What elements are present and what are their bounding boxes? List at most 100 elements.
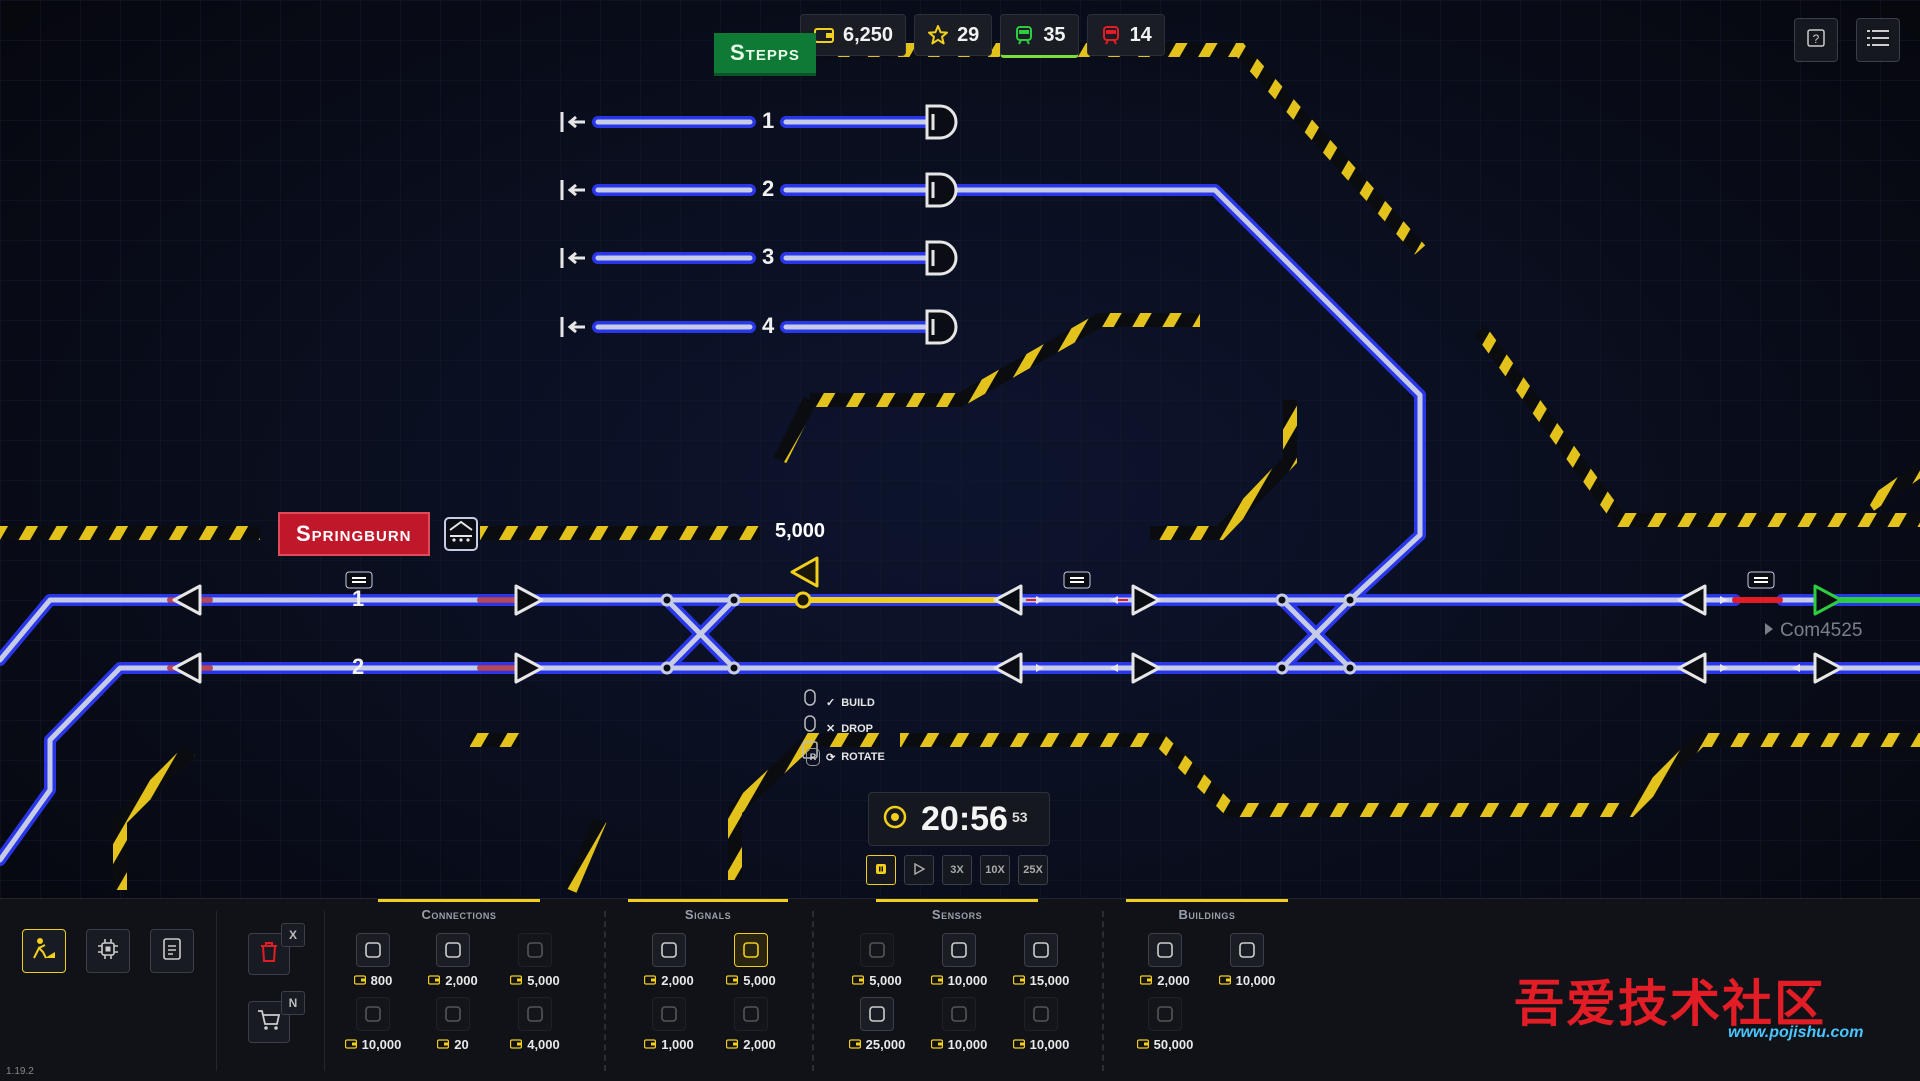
- direction-arrows: [1026, 596, 1800, 672]
- wallet-icon: [644, 973, 657, 988]
- link-signal-icon: [734, 997, 768, 1031]
- toolbar-item-switch[interactable]: 4,000: [500, 997, 570, 1057]
- toolbar-item-sensor-blank[interactable]: 5,000: [842, 933, 912, 993]
- wallet-icon: [930, 973, 943, 988]
- schedule-mode-button[interactable]: [150, 929, 194, 973]
- depot-small-icon: [1148, 933, 1182, 967]
- trains-bad-value: 14: [1129, 23, 1152, 46]
- cart-icon: [257, 1009, 281, 1036]
- sensor-one-icon: [942, 933, 976, 967]
- delete-shortcut: X: [281, 923, 305, 947]
- pause-icon: [875, 863, 887, 878]
- play-icon: [913, 862, 926, 878]
- category-signals-title: Signals: [684, 907, 732, 922]
- trash-icon: [259, 941, 279, 968]
- switch-icon: [518, 997, 552, 1031]
- speed-25x-button[interactable]: 25X: [1018, 855, 1048, 885]
- construction-icon: [31, 936, 57, 967]
- item-price: 800: [338, 973, 408, 988]
- path-signal-icon: [734, 933, 768, 967]
- wallet-icon: [428, 973, 441, 988]
- station-stepps[interactable]: Stepps: [714, 33, 816, 76]
- toolbar-item-platform-80[interactable]: 2,000: [418, 933, 488, 993]
- depot-icon[interactable]: [444, 517, 478, 551]
- toolbar-item-depot-large[interactable]: 10,000: [1212, 933, 1282, 993]
- item-price: 2,000: [716, 1037, 786, 1052]
- trains-ok-value: 35: [1043, 23, 1066, 46]
- clock-icon: [883, 805, 907, 834]
- switch-nodes[interactable]: [660, 591, 1357, 675]
- wallet-icon: [852, 973, 865, 988]
- platform-40-icon: [356, 933, 390, 967]
- toolbar-item-depot-xl[interactable]: 50,000: [1130, 997, 1200, 1057]
- shop-button[interactable]: [248, 1001, 290, 1043]
- wallet-icon: [726, 1037, 739, 1052]
- toolbar-item-buffer-stop[interactable]: 20: [418, 997, 488, 1057]
- version-label: 1.19.2: [6, 1066, 34, 1077]
- shop-shortcut: N: [281, 991, 305, 1015]
- placing-signal-ghost: [790, 556, 819, 588]
- path-signals[interactable]: [172, 556, 1843, 684]
- toolbar-item-path-signal[interactable]: 5,000: [716, 933, 786, 993]
- pause-button[interactable]: [866, 855, 896, 885]
- placement-cost-label: 5,000: [775, 520, 826, 542]
- wallet-icon: [726, 973, 739, 988]
- check-icon: ✓: [826, 697, 836, 709]
- watermark-url: www.pojishu.com: [1728, 1024, 1864, 1041]
- toolbar-item-sensor-dots[interactable]: 15,000: [1006, 933, 1076, 993]
- toolbar-item-depot-small[interactable]: 2,000: [1130, 933, 1200, 993]
- wallet-icon: [848, 1037, 861, 1052]
- wallet-icon: [437, 1037, 450, 1052]
- item-price: 50,000: [1130, 1037, 1200, 1052]
- sensor-markers[interactable]: [345, 571, 1775, 589]
- game-clock: 20:56 53: [868, 792, 1050, 846]
- toolbar-item-block-signal[interactable]: 2,000: [634, 933, 704, 993]
- svg-text:?: ?: [1813, 32, 1820, 46]
- chip-mode-button[interactable]: [86, 929, 130, 973]
- toolbar-item-platform-40[interactable]: 800: [338, 933, 408, 993]
- platform-120-icon: [518, 933, 552, 967]
- play-button[interactable]: [904, 855, 934, 885]
- wallet-icon: [1012, 973, 1025, 988]
- toolbar-item-platform-120[interactable]: 5,000: [500, 933, 570, 993]
- station-springburn[interactable]: Springburn: [278, 512, 430, 556]
- clock-seconds: 53: [1011, 809, 1028, 825]
- speed-10x-button[interactable]: 10X: [980, 855, 1010, 885]
- trains-bad-counter: 14: [1086, 14, 1165, 56]
- item-price: 1,000: [634, 1037, 704, 1052]
- platform-number: 3: [762, 244, 775, 269]
- train-label[interactable]: Com4525: [1764, 620, 1862, 642]
- help-button[interactable]: ?: [1794, 18, 1838, 62]
- list-menu-icon: [1867, 29, 1889, 52]
- item-price: 2,000: [418, 973, 488, 988]
- buffer-stop-icon: [436, 997, 470, 1031]
- toolbar-item-platform-200[interactable]: 10,000: [338, 997, 408, 1057]
- cross-icon: ✕: [826, 723, 836, 735]
- build-mode-button[interactable]: [22, 929, 66, 973]
- item-price: 10,000: [1212, 973, 1282, 988]
- platform-number: 1: [352, 586, 365, 611]
- rating-value: 29: [957, 23, 980, 46]
- menu-button[interactable]: [1856, 18, 1900, 62]
- item-price: 2,000: [1130, 973, 1200, 988]
- toolbar-item-sensor-equals[interactable]: 25,000: [842, 997, 912, 1057]
- speed-3x-button[interactable]: 3X: [942, 855, 972, 885]
- document-icon: [162, 937, 182, 965]
- block-signals[interactable]: [925, 104, 958, 345]
- wallet-icon: [1136, 1037, 1149, 1052]
- play-small-icon: [1764, 620, 1774, 642]
- toolbar-item-link-signal[interactable]: 2,000: [716, 997, 786, 1057]
- delete-button[interactable]: [248, 933, 290, 975]
- toolbar-item-speed-signal[interactable]: 1,000: [634, 997, 704, 1057]
- item-price: 10,000: [924, 1037, 994, 1052]
- toolbar-item-sensor-dots2[interactable]: 10,000: [1006, 997, 1076, 1057]
- train-id-text: Com4525: [1780, 620, 1863, 641]
- buffer-stops[interactable]: [560, 112, 585, 337]
- watermark: 吾爱技术社区: [1514, 976, 1826, 1032]
- track-network: [0, 116, 1920, 866]
- clock-time: 20:56: [921, 799, 1008, 838]
- toolbar-item-sensor-one[interactable]: 10,000: [924, 933, 994, 993]
- sensor-dots2-icon: [1024, 997, 1058, 1031]
- toolbar-item-sensor-dash[interactable]: 10,000: [924, 997, 994, 1057]
